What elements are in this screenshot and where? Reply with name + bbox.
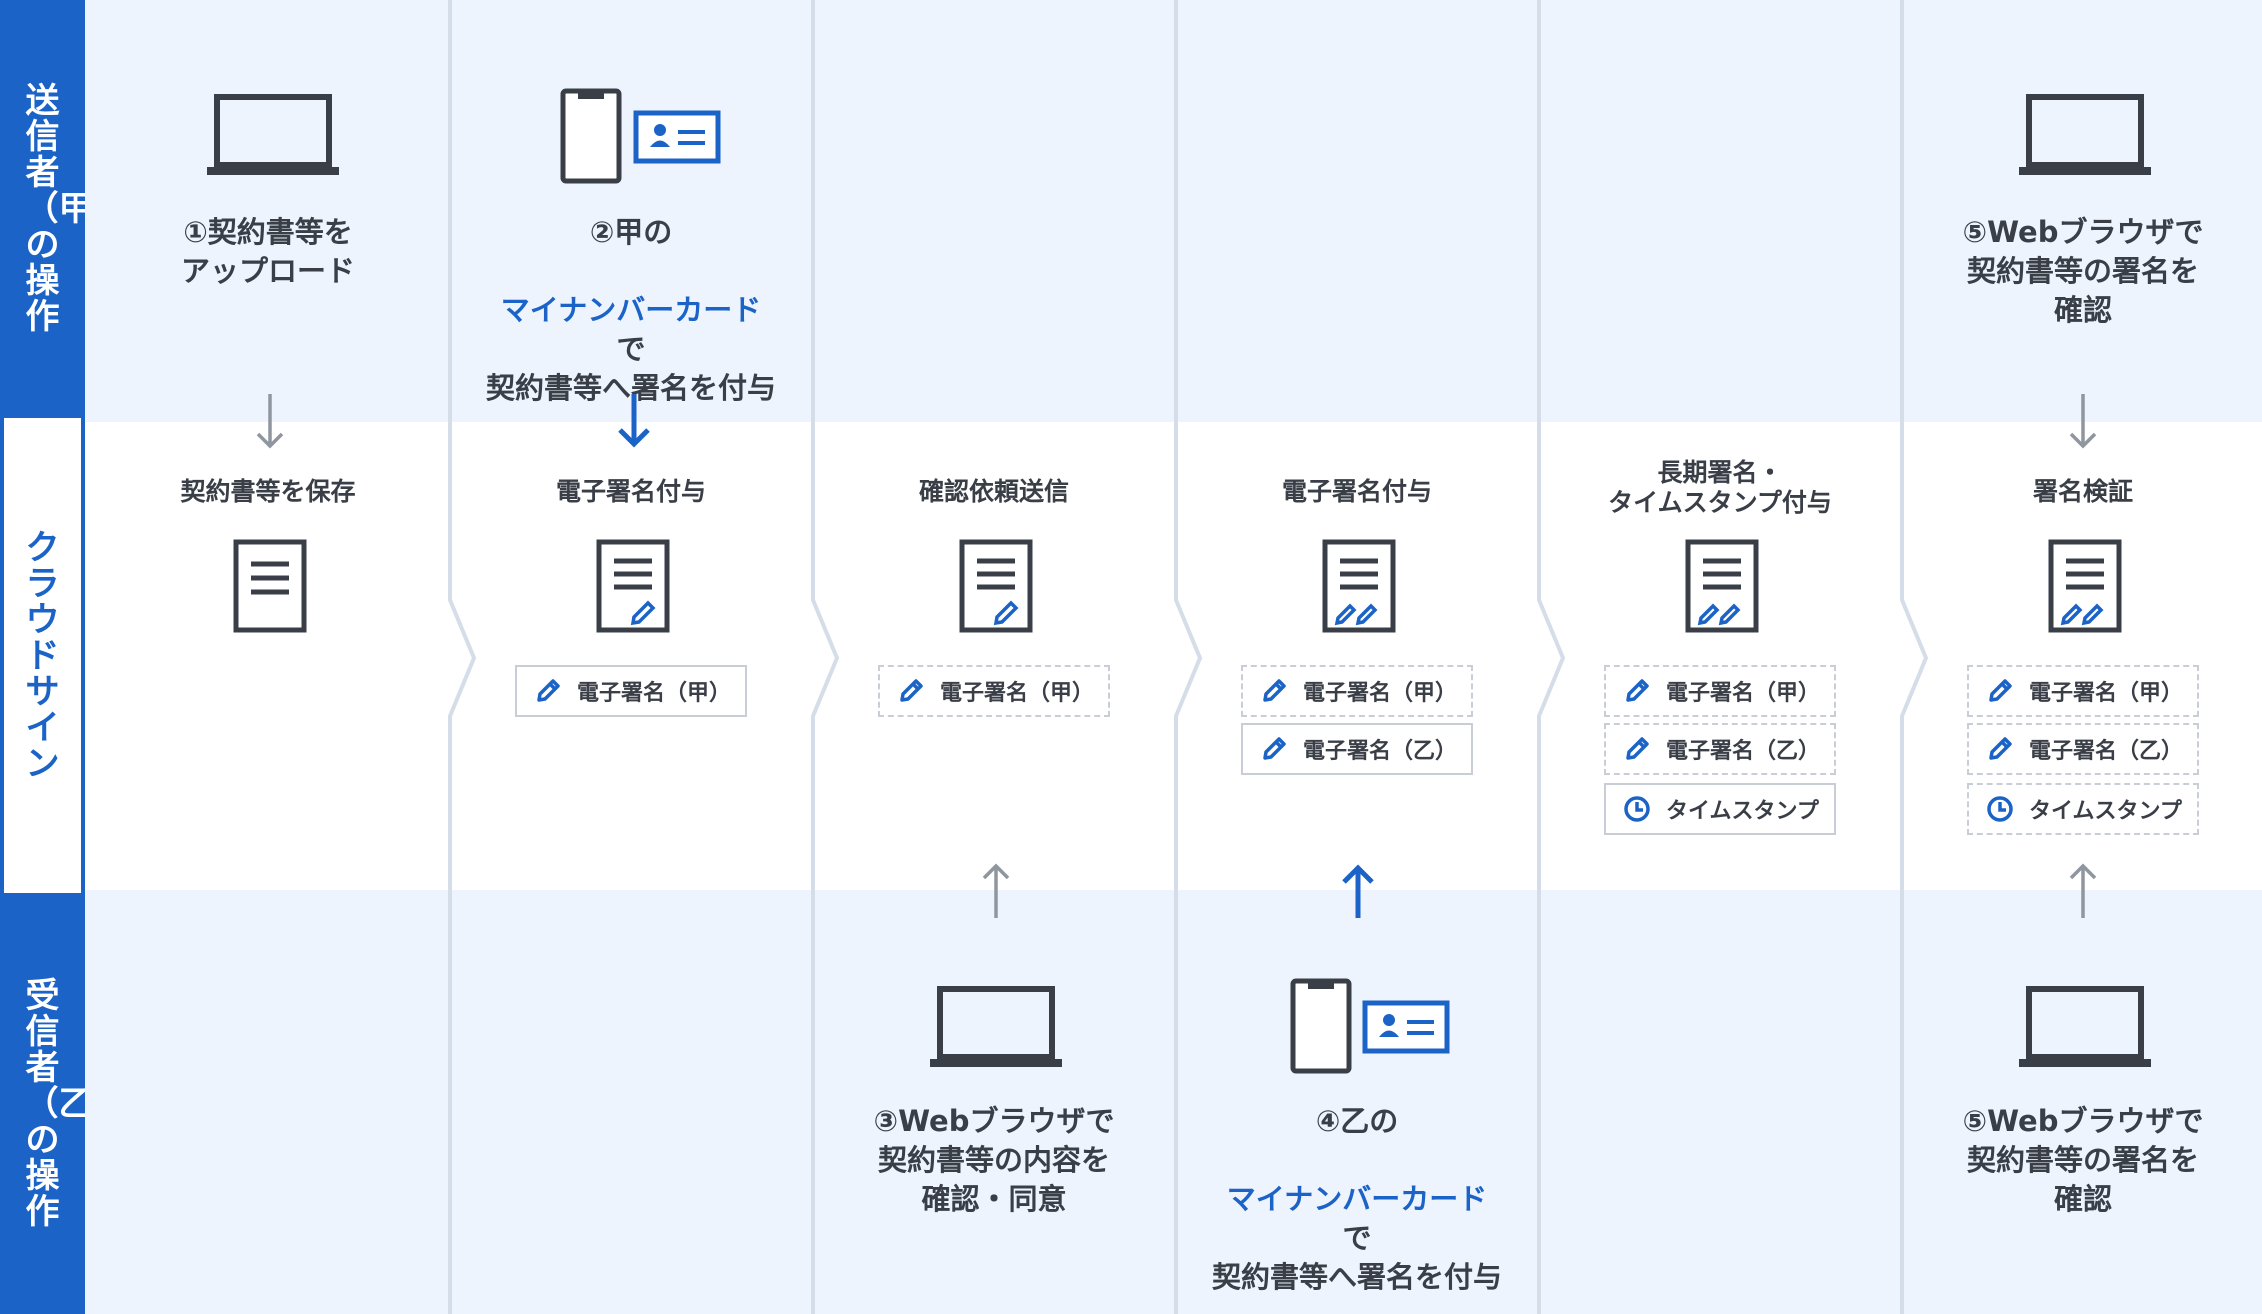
arrow-down-icon	[2069, 394, 2097, 449]
signature-label: 電子署名（乙）	[1303, 739, 1458, 764]
row-label-sender-text: 送信者（甲）の操作	[24, 81, 127, 337]
step-3-text: ③Webブラウザで 契約書等の内容を 確認・同意	[873, 1104, 1115, 1216]
column-divider	[448, 0, 477, 1314]
step-5-receiver-text: ⑤Webブラウザで 契約書等の署名を 確認	[1962, 1104, 2204, 1216]
double-signed-document-icon	[2048, 539, 2122, 633]
signature-label: 電子署名（甲）	[1303, 681, 1458, 706]
clock-icon	[1985, 794, 2015, 824]
cloud-band	[85, 422, 2262, 890]
step-4-text-post: で 契約書等へ署名を付与	[1211, 1221, 1502, 1294]
arrow-up-icon	[982, 863, 1010, 918]
laptop-icon	[2019, 94, 2151, 175]
cloud-step-title: 長期署名・ タイムスタンプ付与	[1608, 458, 1832, 517]
signature-badge: 電子署名（甲）	[1604, 665, 1836, 717]
cloud-step-title: 電子署名付与	[555, 477, 706, 506]
cloud-step-title: 署名検証	[2032, 477, 2133, 506]
signature-badge: 電子署名（乙）	[1604, 723, 1836, 775]
pen-icon	[1985, 734, 2015, 764]
receiver-band	[85, 890, 2262, 1314]
pen-icon	[1259, 734, 1289, 764]
timestamp-label: タイムスタンプ	[1666, 799, 1819, 824]
step-4-text: ④乙のマイナンバーカードで 契約書等へ署名を付与	[1176, 1102, 1538, 1297]
timestamp-label: タイムスタンプ	[2029, 799, 2182, 824]
laptop-icon	[207, 94, 339, 175]
timestamp-badge: タイムスタンプ	[1604, 783, 1836, 835]
pen-icon	[896, 676, 926, 706]
pen-icon	[533, 676, 563, 706]
signature-label: 電子署名（甲）	[940, 681, 1095, 706]
mynumber-card-icon	[1362, 1000, 1450, 1054]
step-2-text: ②甲のマイナンバーカードで 契約書等へ署名を付与	[450, 213, 812, 408]
signature-badge: 電子署名（乙）	[1967, 723, 2199, 775]
cloud-step-title: 確認依頼送信	[918, 477, 1069, 506]
signature-badge: 電子署名（甲）	[515, 665, 747, 717]
signature-badge: 電子署名（甲）	[1967, 665, 2199, 717]
signature-label: 電子署名（甲）	[1666, 681, 1821, 706]
cloud-step-title: 電子署名付与	[1281, 477, 1432, 506]
mynumber-card-icon	[633, 110, 721, 164]
clock-icon	[1622, 794, 1652, 824]
laptop-icon	[930, 986, 1062, 1067]
step-5-sender-text: ⑤Webブラウザで 契約書等の署名を 確認	[1962, 215, 2204, 327]
arrow-down-icon	[618, 394, 650, 448]
step-2-text-pre: ②甲の	[589, 215, 673, 249]
timestamp-badge: タイムスタンプ	[1967, 783, 2199, 835]
step-4-text-pre: ④乙の	[1315, 1104, 1399, 1138]
column-divider	[1174, 0, 1203, 1314]
signature-label: 電子署名（乙）	[1666, 739, 1821, 764]
smartphone-icon	[1290, 978, 1352, 1074]
row-label-receiver-text: 受信者（乙）の操作	[24, 975, 127, 1232]
cloud-step-title: 契約書等を保存	[180, 477, 356, 506]
pen-icon	[1622, 676, 1652, 706]
arrow-up-icon	[1342, 864, 1374, 918]
row-label-sender: 送信者（甲）の操作	[0, 0, 127, 418]
pen-icon	[1259, 676, 1289, 706]
column-divider	[811, 0, 840, 1314]
mynumber-card-highlight: マイナンバーカード	[1226, 1182, 1488, 1216]
arrow-up-icon	[2069, 863, 2097, 918]
document-icon	[233, 539, 307, 633]
row-label-receiver: 受信者（乙）の操作	[0, 893, 127, 1314]
pen-icon	[1622, 734, 1652, 764]
pen-icon	[1985, 676, 2015, 706]
column-divider	[1900, 0, 1929, 1314]
row-label-cloud-text: クラウドサイン	[25, 527, 60, 784]
signature-badge: 電子署名（乙）	[1241, 723, 1473, 775]
step-1-text: ①契約書等を アップロード	[180, 215, 355, 288]
column-divider	[1537, 0, 1566, 1314]
step-2-text-post: で 契約書等へ署名を付与	[485, 332, 776, 405]
signature-label: 電子署名（甲）	[2029, 681, 2184, 706]
arrow-down-icon	[256, 394, 284, 449]
smartphone-icon	[560, 88, 622, 184]
signed-document-icon	[596, 539, 670, 633]
signed-document-icon	[959, 539, 1033, 633]
row-label-cloud: クラウドサイン	[0, 418, 85, 893]
signature-badge: 電子署名（甲）	[1241, 665, 1473, 717]
signature-badge: 電子署名（甲）	[878, 665, 1110, 717]
sender-band	[85, 0, 2262, 422]
double-signed-document-icon	[1685, 539, 1759, 633]
signature-label: 電子署名（乙）	[2029, 739, 2184, 764]
mynumber-card-highlight: マイナンバーカード	[500, 293, 762, 327]
signature-label: 電子署名（甲）	[577, 681, 732, 706]
double-signed-document-icon	[1322, 539, 1396, 633]
laptop-icon	[2019, 986, 2151, 1067]
